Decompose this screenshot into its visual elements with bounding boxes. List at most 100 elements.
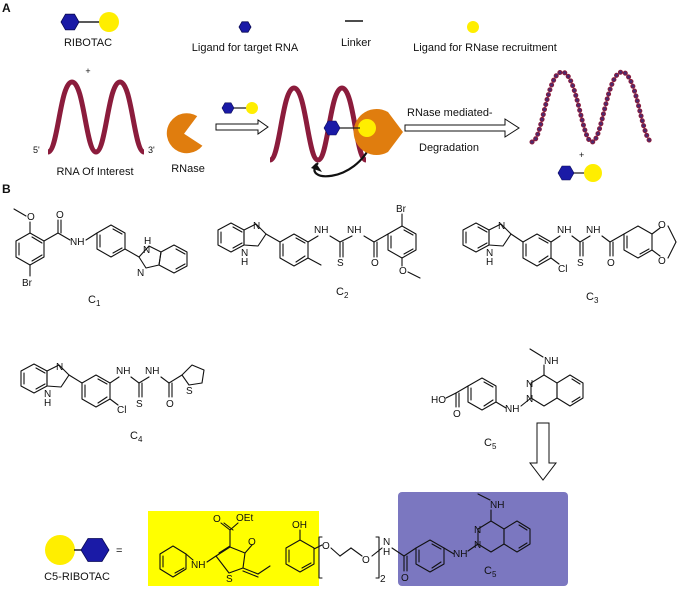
svg-text:H: H xyxy=(486,257,493,268)
svg-text:NH: NH xyxy=(347,225,361,236)
svg-text:O: O xyxy=(607,258,615,269)
svg-text:O: O xyxy=(213,514,221,525)
compound-c2: N N H NH S NH O Br O xyxy=(217,204,421,279)
released-ribotac-icon xyxy=(557,164,602,182)
compound-c4: N N H Cl NH S NH O S xyxy=(20,362,205,416)
svg-text:S: S xyxy=(226,574,233,585)
arrow-degradation xyxy=(404,118,520,138)
svg-text:N: N xyxy=(474,525,481,536)
compound-c1: O Br O NH H N N xyxy=(13,208,188,289)
svg-text:N: N xyxy=(383,537,390,548)
svg-text:Cl: Cl xyxy=(117,405,126,416)
svg-text:S: S xyxy=(186,386,193,397)
svg-text:N: N xyxy=(56,362,63,373)
svg-text:O: O xyxy=(166,399,174,410)
svg-text:NH: NH xyxy=(490,500,504,511)
released-plus: + xyxy=(579,150,584,160)
c4-label: C4 xyxy=(130,430,143,444)
svg-text:O: O xyxy=(453,409,461,420)
conjugate-structure: NH S O OEt O OH O O 2 N H xyxy=(159,493,531,585)
rnase-ligand-circle-icon xyxy=(467,21,479,33)
svg-text:O: O xyxy=(658,220,666,231)
panel-b-label: B xyxy=(2,182,11,196)
svg-text:N: N xyxy=(137,268,144,279)
svg-text:O: O xyxy=(371,258,379,269)
degraded-rna xyxy=(529,69,655,145)
svg-text:NH: NH xyxy=(557,225,571,236)
svg-text:Cl: Cl xyxy=(558,264,567,275)
svg-text:O: O xyxy=(399,266,407,277)
svg-text:OEt: OEt xyxy=(236,513,253,524)
panel-a-label: A xyxy=(2,1,11,15)
rna-strand xyxy=(46,79,146,155)
svg-text:N: N xyxy=(241,248,248,259)
svg-text:H: H xyxy=(241,257,248,268)
svg-text:N: N xyxy=(44,389,51,400)
mediated-label: RNase mediated- xyxy=(407,107,493,119)
svg-text:H: H xyxy=(383,547,390,558)
svg-text:N: N xyxy=(143,245,150,256)
target-ligand-label: Ligand for target RNA xyxy=(192,42,299,54)
rnase-label: RNase xyxy=(171,163,205,175)
rna-three-prime: 3' xyxy=(148,145,155,155)
ribotac-icon xyxy=(60,12,119,32)
compound-c5: HO O NH N N NH xyxy=(431,348,584,420)
svg-text:S: S xyxy=(136,399,143,410)
svg-text:N: N xyxy=(474,540,481,551)
rnase-ligand-label: Ligand for RNase recruitment xyxy=(413,42,557,54)
svg-text:HO: HO xyxy=(431,395,446,406)
svg-text:O: O xyxy=(658,256,666,267)
svg-text:N: N xyxy=(498,221,505,232)
svg-text:O: O xyxy=(56,210,64,221)
svg-text:OH: OH xyxy=(292,520,307,531)
svg-text:O: O xyxy=(248,537,256,548)
svg-text:S: S xyxy=(337,258,344,269)
ribotac-label: RIBOTAC xyxy=(64,37,112,49)
svg-text:O: O xyxy=(401,573,409,584)
bound-hexagon-icon xyxy=(323,120,341,136)
svg-text:O: O xyxy=(322,541,330,552)
conjugate-hexagon-icon xyxy=(80,538,110,562)
rna-complex-strand xyxy=(268,85,368,163)
svg-text:H: H xyxy=(44,398,51,409)
c2-label: C2 xyxy=(336,286,349,300)
svg-text:N: N xyxy=(526,394,533,405)
svg-text:N: N xyxy=(526,379,533,390)
svg-text:O: O xyxy=(27,212,35,223)
c1-label: C1 xyxy=(88,294,101,308)
svg-text:Br: Br xyxy=(396,204,407,215)
svg-text:NH: NH xyxy=(314,225,328,236)
svg-text:NH: NH xyxy=(70,237,84,248)
svg-text:Br: Br xyxy=(22,278,33,289)
hexagon-icon xyxy=(60,13,80,31)
svg-text:NH: NH xyxy=(544,356,558,367)
svg-text:NH: NH xyxy=(191,560,205,571)
legend-plus: + xyxy=(85,66,90,76)
rna-label: RNA Of Interest xyxy=(56,166,133,178)
small-ribotac-icon xyxy=(221,102,258,114)
svg-text:NH: NH xyxy=(145,366,159,377)
rna-five-prime: 5' xyxy=(33,145,40,155)
target-ligand-hexagon-icon xyxy=(238,21,252,33)
rnase-shape xyxy=(166,113,203,154)
svg-text:NH: NH xyxy=(453,549,467,560)
conjugate-circle-icon xyxy=(45,535,75,565)
svg-text:NH: NH xyxy=(505,404,519,415)
c5-box-label: C5 xyxy=(484,565,497,579)
arrow-binding xyxy=(215,119,269,135)
compound-c3: N N H Cl NH S NH O O O xyxy=(462,220,677,275)
c3-label: C3 xyxy=(586,291,599,305)
svg-text:2: 2 xyxy=(380,574,386,585)
svg-text:NH: NH xyxy=(116,366,130,377)
conjugate-label: C5-RIBOTAC xyxy=(44,571,110,583)
equals-sign: = xyxy=(116,545,122,557)
svg-text:N: N xyxy=(486,248,493,259)
svg-text:S: S xyxy=(577,258,584,269)
svg-text:H: H xyxy=(144,236,151,247)
svg-text:NH: NH xyxy=(586,225,600,236)
svg-text:N: N xyxy=(253,221,260,232)
linker-label: Linker xyxy=(341,37,371,49)
degradation-label: Degradation xyxy=(419,142,479,154)
circle-icon xyxy=(99,12,119,32)
